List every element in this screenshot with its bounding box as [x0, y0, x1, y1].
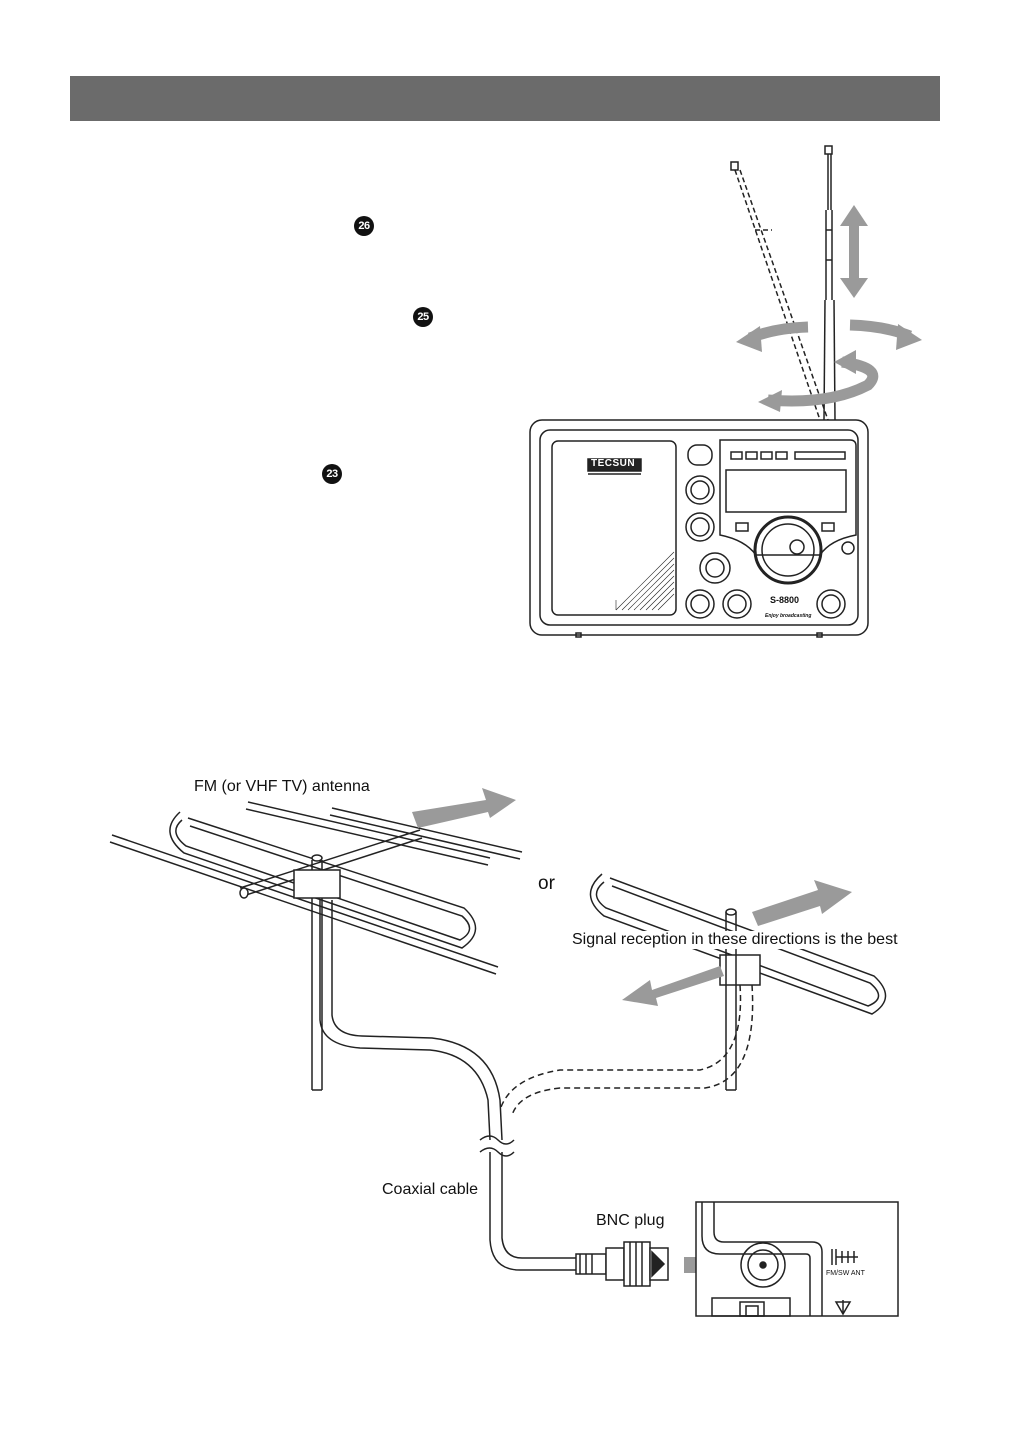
coaxial-cable	[319, 900, 580, 1271]
yagi-direction-arrow	[412, 788, 516, 828]
radio-slogan: Enjoy broadcasting	[765, 613, 812, 619]
callout-marker-26: 26	[354, 216, 374, 236]
radio-antenna-illustration	[529, 145, 922, 638]
antenna-jack-panel	[695, 1201, 899, 1317]
extend-arrow	[840, 205, 868, 298]
bnc-plug-label: BNC plug	[596, 1212, 665, 1229]
or-label: or	[538, 873, 555, 894]
radio-model-label: S-8800	[770, 595, 800, 605]
signal-direction-label: Signal reception in these directions is …	[570, 931, 900, 949]
callout-marker-23: 23	[322, 464, 342, 484]
dipole-cable-dashed	[499, 984, 754, 1116]
folded-dipole-antenna	[589, 873, 887, 1091]
tilted-antenna-dashed	[730, 161, 829, 421]
radio-body	[529, 419, 869, 638]
coaxial-cable-label: Coaxial cable	[382, 1181, 479, 1198]
section-header-bar	[70, 76, 940, 121]
radio-brand-logo: TECSUN	[591, 458, 636, 469]
antenna-title-label: FM (or VHF TV) antenna	[194, 778, 370, 795]
fm-sw-ant-jack-label: FM/SW ANT	[826, 1270, 865, 1277]
callout-marker-25: 25	[413, 307, 433, 327]
bnc-plug	[575, 1241, 669, 1287]
yagi-antenna	[109, 801, 523, 1091]
dipole-direction-arrows	[622, 880, 852, 1006]
